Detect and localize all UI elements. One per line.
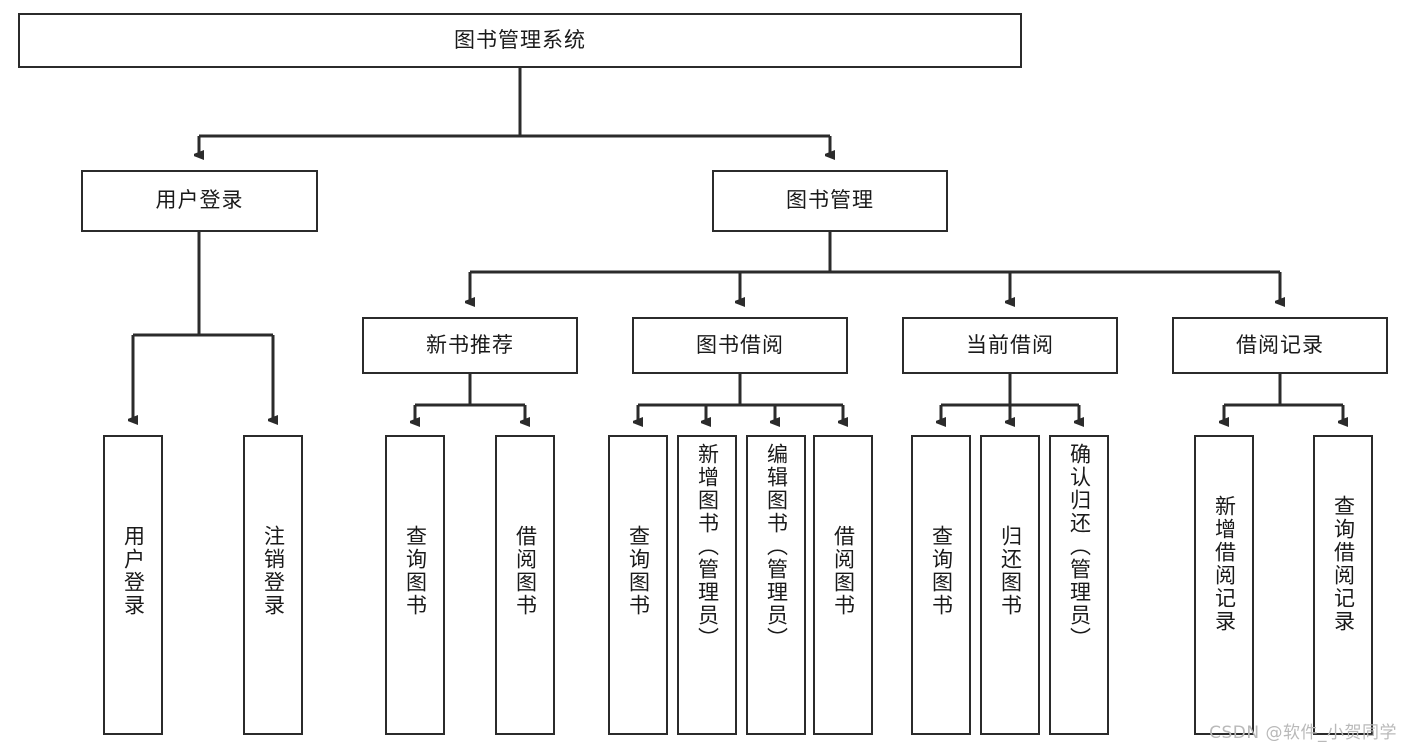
leaf-query-borrow-record[interactable]: 查询借阅记录 — [1313, 435, 1373, 735]
leaf-query-book-borrow[interactable]: 查询图书 — [608, 435, 668, 735]
leaf-borrow-book-recommend[interactable]: 借阅图书 — [495, 435, 555, 735]
leaf-user-login[interactable]: 用户登录 — [103, 435, 163, 735]
node-book-management[interactable]: 图书管理 — [712, 170, 948, 232]
node-book-borrow[interactable]: 图书借阅 — [632, 317, 848, 374]
leaf-query-book-recommend[interactable]: 查询图书 — [385, 435, 445, 735]
node-user-login[interactable]: 用户登录 — [81, 170, 318, 232]
csdn-watermark: CSDN @软件_小贺同学 — [1209, 723, 1397, 743]
node-current-borrow[interactable]: 当前借阅 — [902, 317, 1118, 374]
leaf-return-book[interactable]: 归还图书 — [980, 435, 1040, 735]
leaf-edit-book-admin[interactable]: 编辑图书（管理员） — [746, 435, 806, 735]
node-borrow-record[interactable]: 借阅记录 — [1172, 317, 1388, 374]
leaf-add-borrow-record[interactable]: 新增借阅记录 — [1194, 435, 1254, 735]
leaf-confirm-return-admin[interactable]: 确认归还（管理员） — [1049, 435, 1109, 735]
leaf-add-book-admin[interactable]: 新增图书（管理员） — [677, 435, 737, 735]
node-new-book-recommend[interactable]: 新书推荐 — [362, 317, 578, 374]
leaf-query-book-current[interactable]: 查询图书 — [911, 435, 971, 735]
node-root[interactable]: 图书管理系统 — [18, 13, 1022, 68]
leaf-borrow-book[interactable]: 借阅图书 — [813, 435, 873, 735]
leaf-logout[interactable]: 注销登录 — [243, 435, 303, 735]
